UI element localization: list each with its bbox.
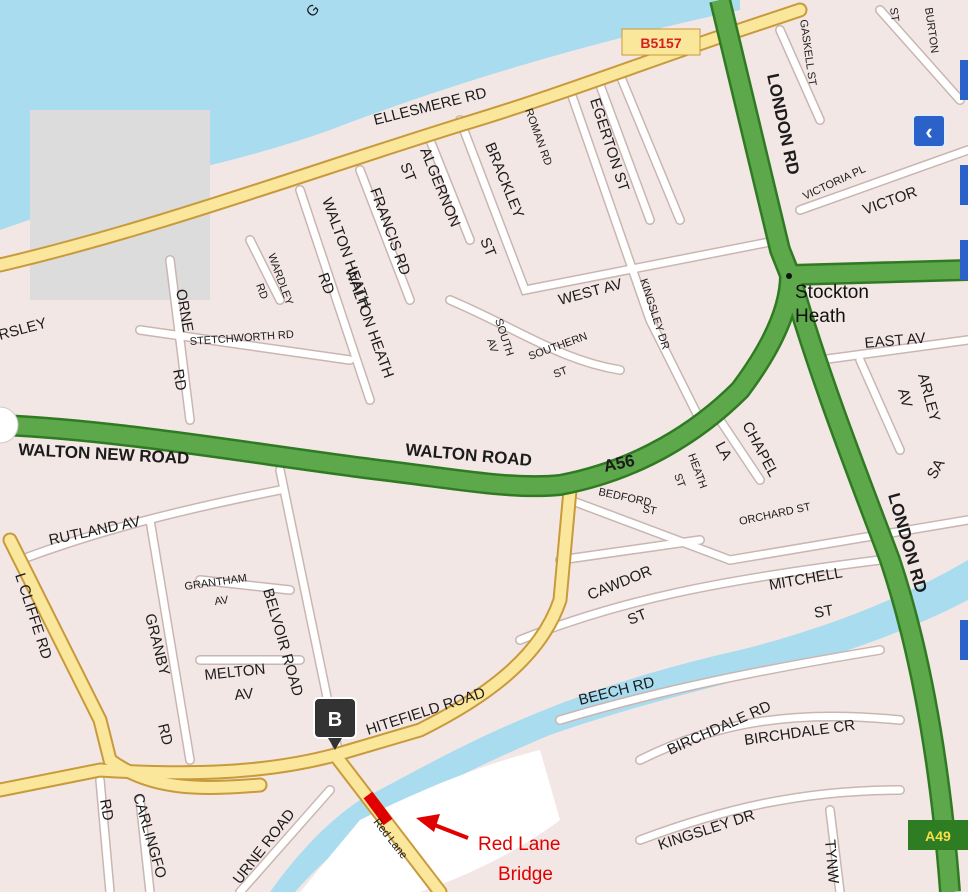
label-southern-2: ST (552, 365, 570, 381)
label-rd-bottom: RD (96, 798, 117, 822)
shield-b5157-text: B5157 (640, 35, 681, 51)
label-granby-2: RD (154, 722, 176, 747)
left-edge-handle[interactable] (0, 406, 19, 444)
right-edge-control-4[interactable] (960, 620, 968, 660)
minor-roads-fill (16, 6, 968, 892)
annotation-line1: Red Lane (478, 834, 560, 855)
shield-a49: A49 (908, 820, 968, 850)
annotation-line2: Bridge (498, 864, 553, 885)
label-melton-2: AV (234, 685, 255, 704)
label-grantham-2: AV (214, 594, 230, 608)
collapse-panel-button[interactable]: ‹ (912, 114, 946, 148)
label-east-av: EAST AV (864, 330, 926, 352)
marker-b-label: B (328, 709, 342, 731)
label-cawdor-2: ST (625, 606, 649, 629)
map-marker-b[interactable]: B (313, 697, 357, 750)
place-heath: Heath (795, 306, 846, 327)
b-roads (0, 4, 806, 892)
blurred-patch (30, 110, 210, 300)
label-brackley-2: ST (476, 235, 499, 259)
label-south-av: AV (484, 337, 500, 355)
right-edge-control-2[interactable] (960, 165, 968, 205)
label-walton-heath-rd: RD (314, 271, 337, 297)
label-st-right: ST (887, 7, 901, 23)
label-chapel-2: LA (711, 439, 735, 463)
shield-b5157: B5157 (621, 28, 701, 56)
stockton-heath-dot (786, 273, 792, 279)
label-orne-2: RD (169, 368, 190, 392)
water-top (0, 0, 740, 230)
label-algernon-2: ST (396, 160, 419, 184)
label-mitchell-2: ST (813, 602, 835, 622)
red-lane-bridge-highlight (363, 791, 393, 826)
label-tynw: TYNW (821, 839, 842, 885)
label-arley-2: AV (894, 387, 915, 410)
label-melton-1: MELTON (204, 661, 267, 684)
water-inlet (0, 19, 48, 120)
chevron-left-icon: ‹ (925, 119, 933, 144)
water-canal-lower (270, 560, 968, 892)
place-stockton: Stockton (795, 282, 869, 303)
label-wardley-2: RD (253, 282, 270, 301)
right-edge-control-3[interactable] (960, 240, 968, 280)
right-edge-control-1[interactable] (960, 60, 968, 100)
label-bedford-2: ST (641, 503, 658, 518)
shield-a49-text: A49 (925, 828, 951, 844)
annotation-arrow (416, 814, 469, 840)
label-heath-2: ST (671, 472, 687, 490)
